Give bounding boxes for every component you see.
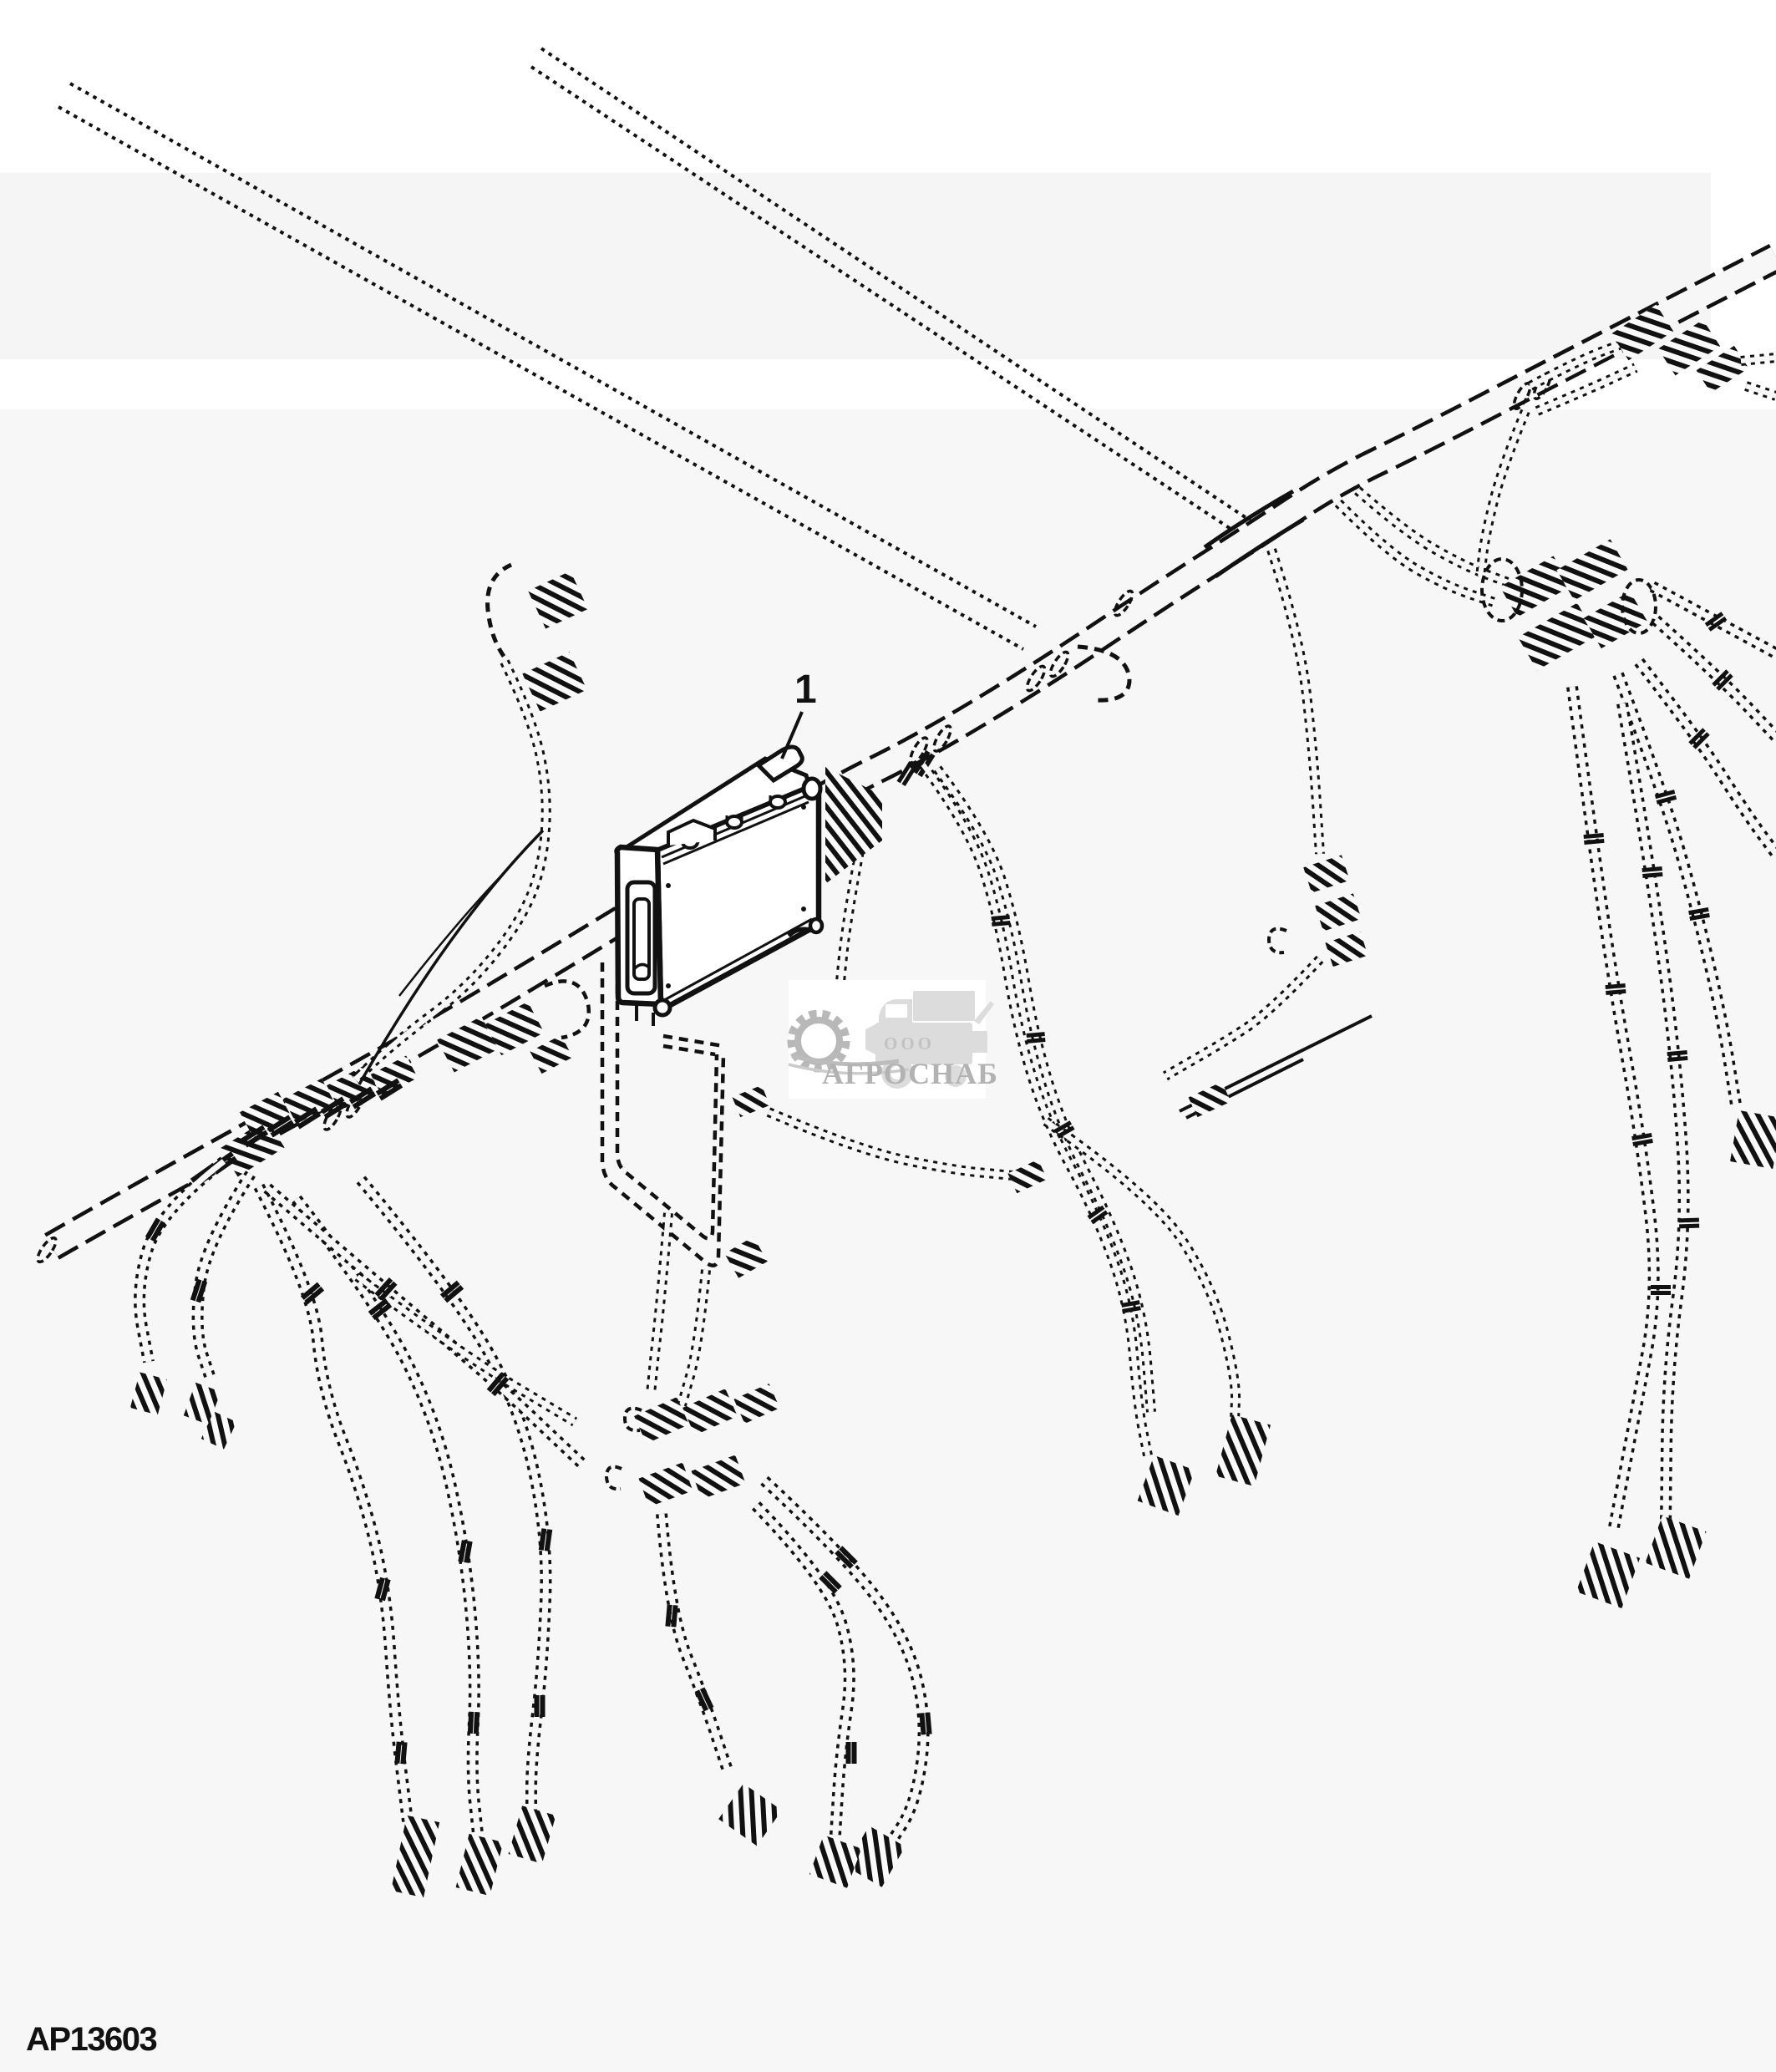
svg-text:1: 1 [794, 668, 817, 712]
svg-text:ООО: ООО [884, 1033, 935, 1054]
svg-text:АГРОСНАБ: АГРОСНАБ [822, 1057, 998, 1090]
svg-text:AP13603: AP13603 [26, 2021, 157, 2058]
